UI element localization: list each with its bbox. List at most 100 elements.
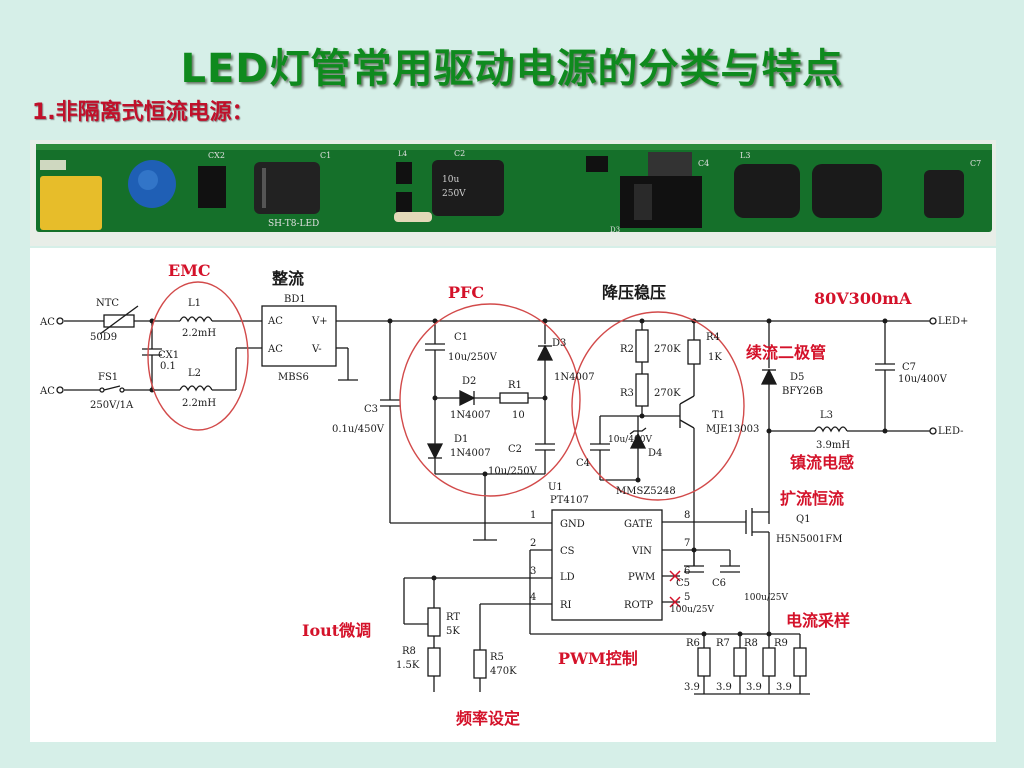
- schematic-diagram: AC AC NTC 50D9 FS1 250V/1A L1 2.2mH L2 2…: [39, 261, 968, 728]
- pcb-label: CX2: [208, 151, 225, 160]
- inductor-l4-component: [812, 164, 882, 218]
- slide-title: LED灯管常用驱动电源的分类与特点: [180, 46, 844, 92]
- terminal-icon: [56, 317, 64, 325]
- d1-label: D1: [454, 434, 468, 445]
- r2-value: 270K: [654, 344, 681, 355]
- c4-value: 10u/400V: [608, 435, 652, 445]
- r4-value: 1K: [708, 352, 722, 363]
- pin-label: LD: [560, 572, 575, 583]
- r2-label: R2: [620, 344, 634, 355]
- d4-label: D4: [648, 448, 662, 459]
- l3-value: 3.9mH: [816, 440, 850, 451]
- l2-value: 2.2mH: [182, 398, 216, 409]
- pfc-circle: [399, 303, 581, 497]
- c3-label: C3: [364, 404, 378, 415]
- r8-label: R8: [402, 646, 416, 657]
- pin-number: 2: [530, 538, 536, 549]
- l2-label: L2: [188, 368, 201, 379]
- capacitor-c1-component: [254, 162, 320, 214]
- sense-value: 3.9: [746, 682, 762, 693]
- callout-buck: 降压稳压: [602, 283, 666, 302]
- pcb-label: 250V: [442, 189, 466, 199]
- c2-label: C2: [508, 444, 522, 455]
- capacitor-c7-component: [924, 170, 964, 218]
- c5-value: 100u/25V: [670, 605, 714, 615]
- callout-rectifier: 整流: [271, 269, 304, 288]
- ac-label: AC: [39, 317, 55, 328]
- ic-component: [586, 156, 608, 172]
- fuse-component: [40, 160, 66, 170]
- pcb-label: L3: [740, 151, 750, 160]
- c6-label: C6: [712, 578, 726, 589]
- callout-sampling: 电流采样: [786, 611, 850, 630]
- d3-value: 1N4007: [554, 372, 595, 383]
- c2-value: 10u/250V: [488, 466, 538, 477]
- r3-value: 270K: [654, 388, 681, 399]
- c5-label: C5: [676, 578, 690, 589]
- d1-value: 1N4007: [450, 448, 491, 459]
- cx1-label: CX1: [158, 350, 179, 361]
- callout-pfc: PFC: [448, 283, 484, 302]
- rt-value: 5K: [446, 626, 460, 637]
- pcb-label: L4: [398, 150, 408, 158]
- d2-value: 1N4007: [450, 410, 491, 421]
- q1-label: Q1: [796, 514, 811, 525]
- pin-number: 3: [530, 566, 536, 577]
- rt-label: RT: [446, 612, 460, 623]
- d4-model: MMSZ5248: [616, 486, 676, 497]
- inductor-l3-component: [734, 164, 800, 218]
- pin-label: RI: [560, 600, 572, 611]
- sense-value: 3.9: [776, 682, 792, 693]
- pcb-label: 10u: [442, 175, 459, 185]
- pin-number: 7: [684, 538, 690, 549]
- r1-label: R1: [508, 380, 522, 391]
- u1-model: PT4107: [550, 495, 589, 506]
- pcb-label: D3: [610, 226, 620, 234]
- c3-value: 0.1u/450V: [332, 424, 385, 435]
- c1-value: 10u/250V: [448, 352, 498, 363]
- x-capacitor-component: [40, 176, 102, 230]
- highlight-circles: [147, 281, 745, 501]
- l1-label: L1: [188, 298, 201, 309]
- pcb-photo: SH-T8-LED C1 CX2 L4 10u 250V C2 D3 C4 L3…: [30, 140, 996, 246]
- pin-number: 1: [530, 510, 536, 521]
- fuse-value: 250V/1A: [90, 400, 134, 411]
- c7-label: C7: [902, 362, 916, 373]
- r6-label: R6: [686, 638, 700, 649]
- pcb-label: SH-T8-LED: [268, 219, 319, 229]
- component-labels: AC AC NTC 50D9 FS1 250V/1A L1 2.2mH L2 2…: [39, 294, 968, 693]
- ic-component: [648, 152, 692, 176]
- d5-model: BFY26B: [782, 386, 823, 397]
- callout-pwm: PWM控制: [558, 649, 638, 668]
- r4-label: R4: [706, 332, 720, 343]
- fuse-label: FS1: [98, 372, 118, 383]
- c4-label: C4: [576, 458, 590, 469]
- not-connected-marks: [669, 570, 681, 608]
- c6-value: 100u/25V: [744, 593, 788, 603]
- ac-label: AC: [39, 386, 55, 397]
- sense-value: 3.9: [716, 682, 732, 693]
- terminal-icon: [929, 317, 937, 325]
- l3-label: L3: [820, 410, 833, 421]
- r8-value: 1.5K: [396, 660, 420, 671]
- callouts-dark: 整流 降压稳压: [271, 269, 666, 302]
- terminal-icon: [929, 427, 937, 435]
- bd1-pin-vminus: V-: [311, 344, 322, 355]
- pin-number: 5: [684, 592, 690, 603]
- ntc-label: NTC: [96, 298, 119, 309]
- r7-label: R7: [716, 638, 730, 649]
- pcb-label: C4: [698, 159, 709, 168]
- callout-output: 80V300mA: [814, 289, 912, 308]
- emc-circle: [147, 281, 249, 431]
- c1-label: C1: [454, 332, 468, 343]
- pcb-photo-drawing: SH-T8-LED C1 CX2 L4 10u 250V C2 D3 C4 L3…: [36, 144, 992, 234]
- r9-label: R9: [774, 638, 788, 649]
- diode-component: [396, 192, 412, 214]
- u1-label: U1: [548, 482, 563, 493]
- diode-component: [396, 162, 412, 184]
- sense-value: 3.9: [684, 682, 700, 693]
- bridge-rectifier-component: [198, 166, 226, 208]
- r5-value: 470K: [490, 666, 517, 677]
- r5-label: R5: [490, 652, 504, 663]
- pin-number: 6: [684, 566, 690, 577]
